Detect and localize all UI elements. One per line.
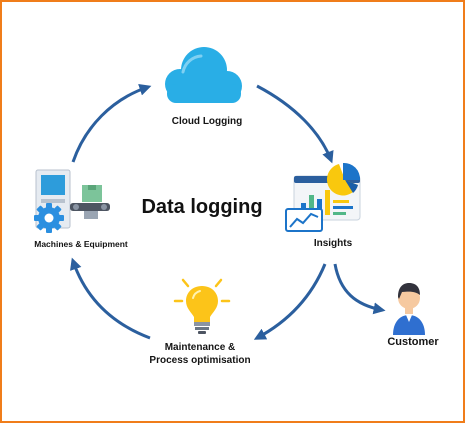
- arrow-insights-to-maintenance: [253, 263, 327, 340]
- arrow-insights-to-customer: [333, 263, 386, 315]
- maintenance-label: Maintenance & Process optimisation: [130, 342, 270, 367]
- arrow-cloud-to-insights: [256, 84, 334, 164]
- customer-avatar-icon: [393, 283, 425, 335]
- arrow-machines-to-cloud: [71, 83, 152, 163]
- gear-icon: [34, 203, 64, 233]
- maintenance-label-line2: Process optimisation: [149, 354, 251, 366]
- maintenance-label-line1: Maintenance &: [164, 342, 236, 353]
- cloud-logging-label: Cloud Logging: [171, 116, 243, 127]
- customer-label: Customer: [387, 336, 439, 348]
- arrow-maintenance-to-machines: [70, 257, 151, 340]
- light-bulb-icon: [173, 278, 231, 334]
- diagram-title: Data logging: [141, 196, 263, 218]
- insights-label: Insights: [313, 238, 353, 249]
- machines-equipment-label: Machines & Equipment: [34, 239, 128, 249]
- machine-equipment-icon: [34, 169, 110, 233]
- insights-dashboard-icon: [285, 162, 361, 232]
- cloud-icon: [165, 47, 242, 103]
